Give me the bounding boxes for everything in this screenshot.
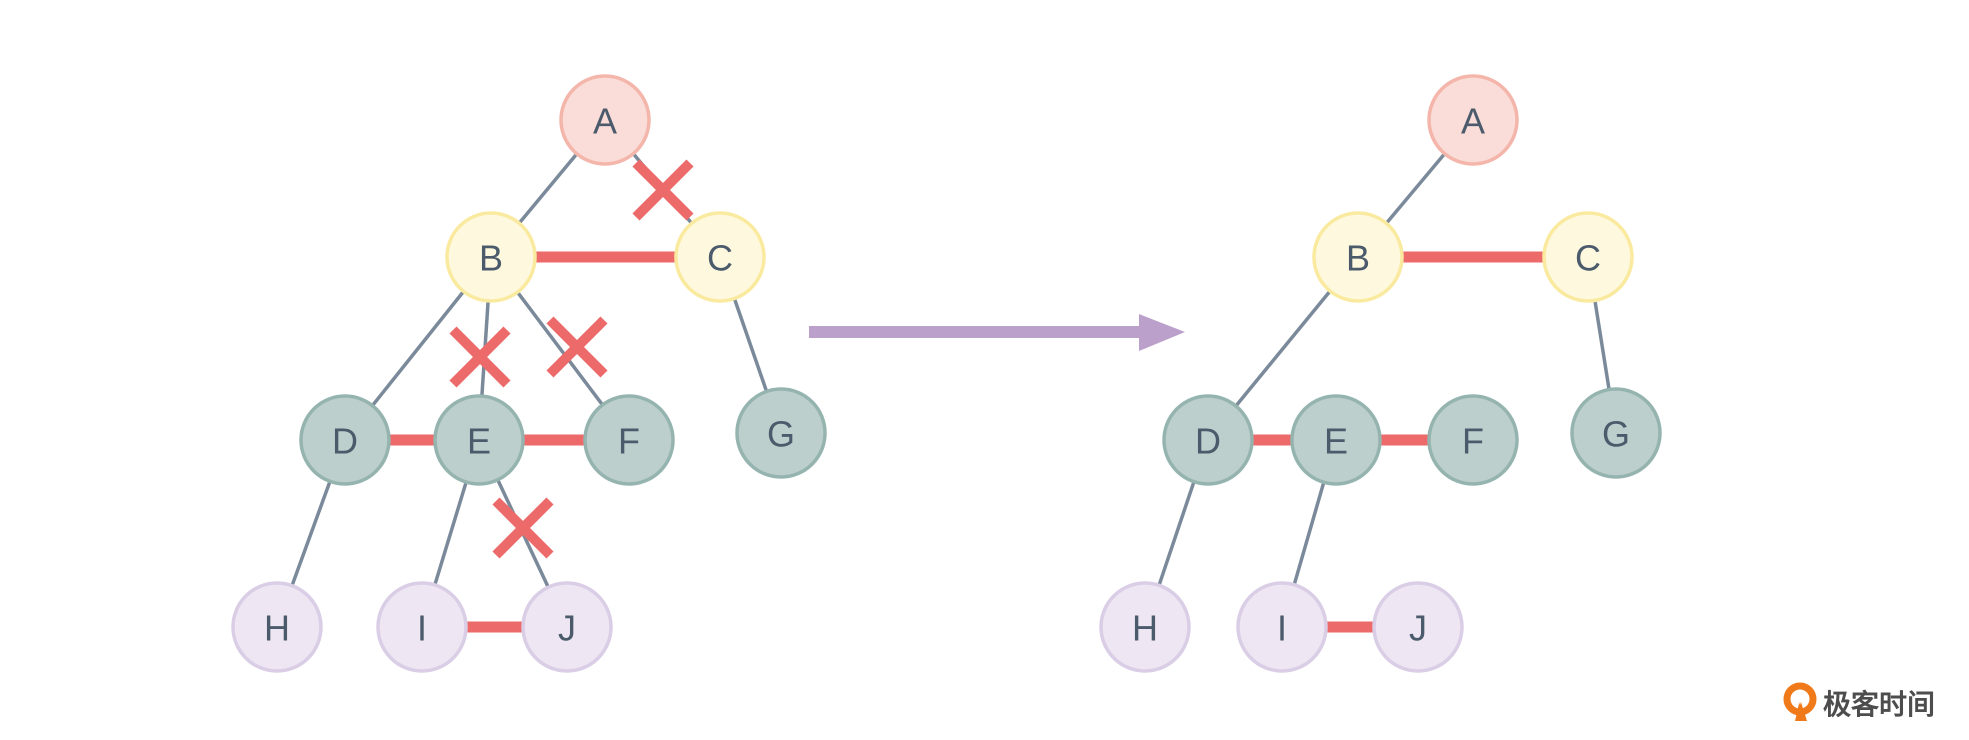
node-b: B [445,211,537,303]
transform-arrow [809,314,1185,351]
after-tree: A B C D E F G H I J [1099,74,1662,673]
tree-edge-b-f [515,290,605,407]
before-level-links [389,251,676,633]
node-circle [1570,387,1662,479]
node-i: I [376,581,468,673]
before-tree: A B C D E F G H I J [231,74,827,673]
node-d: D [1162,394,1254,486]
node-circle [376,581,468,673]
node-j: J [521,581,613,673]
node-circle [1099,581,1191,673]
node-circle [521,581,613,673]
brand-logo-text: 极客时间 [1823,688,1936,721]
node-g: G [735,387,827,479]
node-c: C [1542,211,1634,303]
node-label: B [479,238,503,279]
node-circle [735,387,827,479]
node-label: E [467,421,491,462]
node-d: D [299,394,391,486]
tree-edge-e-i [1292,480,1326,587]
node-circle [445,211,537,303]
tree-edge-e-i [432,480,469,587]
geektime-logo-icon [1783,682,1817,721]
removed-edge-cross-icon [449,326,511,388]
node-label: I [417,608,427,649]
node-circle [559,74,651,166]
node-label: J [558,608,576,649]
brand-logo: 极客时间 [1783,681,1935,725]
tree-edge-c-g [732,297,769,393]
tree-edge-c-g [1593,299,1611,391]
node-label: G [767,414,795,455]
tree-edge-d-h [290,479,332,588]
node-e: E [1290,394,1382,486]
cross-stroke [492,497,554,559]
node-i: I [1236,581,1328,673]
removed-edge-cross-icon [546,316,608,378]
node-label: H [1132,608,1158,649]
node-label: D [1195,421,1221,462]
node-h: H [1099,581,1191,673]
node-a: A [559,74,651,166]
cross-stroke [449,326,511,388]
node-e: E [433,394,525,486]
node-a: A [1427,74,1519,166]
after-nodes: A B C D E F G H I J [1099,74,1662,673]
node-circle [1162,394,1254,486]
node-h: H [231,581,323,673]
node-circle [433,394,525,486]
cross-stroke [546,316,608,378]
after-tree-edges [1157,151,1611,587]
node-g: G [1570,387,1662,479]
node-label: G [1602,414,1630,455]
node-circle [1312,211,1404,303]
node-label: I [1277,608,1287,649]
before-nodes: A B C D E F G H I J [231,74,827,673]
node-circle [674,211,766,303]
node-label: C [707,238,733,279]
after-level-links [1252,251,1544,633]
node-circle [231,581,323,673]
node-circle [1427,394,1519,486]
tree-edge-d-h [1157,480,1196,587]
tree-edge-a-b [1384,151,1447,226]
node-circle [1427,74,1519,166]
node-label: H [264,608,290,649]
node-b: B [1312,211,1404,303]
node-circle [583,394,675,486]
cross-stroke [632,159,694,221]
tree-edge-a-b [517,151,579,226]
node-label: B [1346,238,1370,279]
node-j: J [1372,581,1464,673]
arrow-shaft [809,326,1143,338]
tree-edge-b-d [1233,289,1333,408]
node-circle [1372,581,1464,673]
node-circle [1290,394,1382,486]
node-c: C [674,211,766,303]
node-circle [1542,211,1634,303]
tree-edge-b-d [370,289,466,408]
arrow-head-icon [1139,314,1185,351]
node-f: F [583,394,675,486]
node-circle [299,394,391,486]
node-label: A [1461,101,1485,142]
node-label: F [1462,421,1484,462]
removed-edge-cross-icon [492,497,554,559]
node-label: A [593,101,617,142]
node-label: E [1324,421,1348,462]
node-label: C [1575,238,1601,279]
node-label: J [1409,608,1427,649]
node-f: F [1427,394,1519,486]
before-removal-marks [449,159,694,559]
node-label: D [332,421,358,462]
node-label: F [618,421,640,462]
node-circle [1236,581,1328,673]
removed-edge-cross-icon [632,159,694,221]
